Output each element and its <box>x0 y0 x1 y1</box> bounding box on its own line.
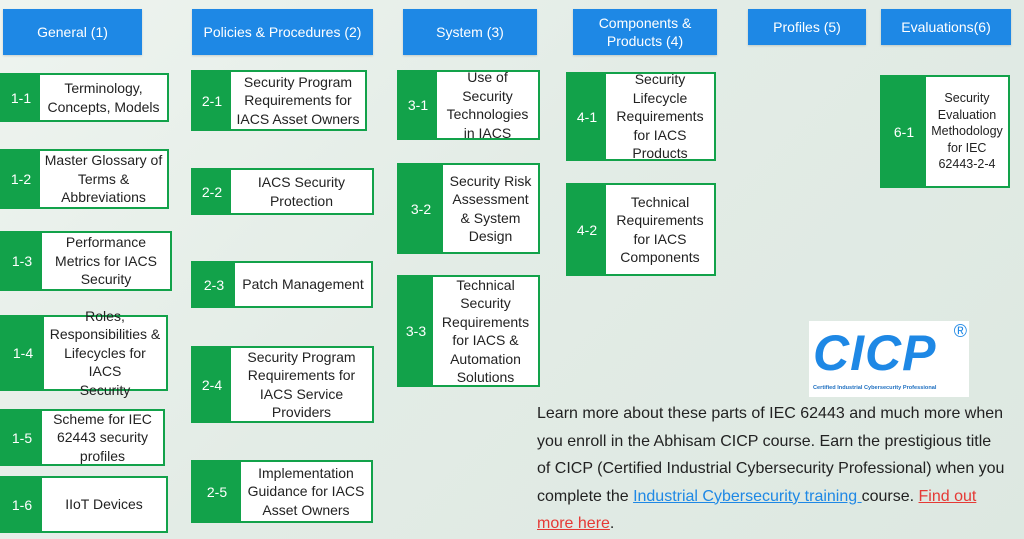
part-card-1-3[interactable]: 1-3 Performance Metrics for IACS Securit… <box>0 231 172 291</box>
part-number: 2-3 <box>193 263 235 306</box>
part-number: 1-6 <box>2 478 42 531</box>
promo-text: . <box>609 515 615 532</box>
header-profiles[interactable]: Profiles (5) <box>748 9 866 45</box>
part-title: Implementation Guidance for IACS Asset O… <box>247 464 365 518</box>
part-number: 1-5 <box>2 411 42 464</box>
part-title: Roles, Responsibilities & Lifecycles for… <box>49 307 161 398</box>
part-card-2-1[interactable]: 2-1 Security Program Requirements for IA… <box>191 70 367 131</box>
promo-paragraph: Learn more about these parts of IEC 6244… <box>537 400 1007 538</box>
part-title: IIoT Devices <box>65 496 143 513</box>
header-policies-procedures[interactable]: Policies & Procedures (2) <box>192 9 373 55</box>
part-card-3-3[interactable]: 3-3 Technical Security Requirements for … <box>397 275 540 387</box>
logo-tagline: Certified Industrial Cybersecurity Profe… <box>813 385 937 391</box>
part-title: Terminology, Concepts, Models <box>47 80 160 115</box>
part-number: 3-3 <box>399 277 433 385</box>
part-number: 3-1 <box>399 72 437 138</box>
part-title: Technical Requirements for IACS Componen… <box>616 193 704 266</box>
part-title: Patch Management <box>242 276 364 293</box>
part-card-4-2[interactable]: 4-2 Technical Requirements for IACS Comp… <box>566 183 716 276</box>
logo-wordmark: CICP <box>813 325 937 381</box>
part-card-1-1[interactable]: 1-1 Terminology, Concepts, Models <box>0 73 169 122</box>
part-number: 1-1 <box>2 75 40 120</box>
header-components-products[interactable]: Components & Products (4) <box>573 9 717 55</box>
part-number: 3-2 <box>399 165 443 252</box>
part-number: 2-1 <box>193 72 231 129</box>
part-title: Security Program Requirements for IACS S… <box>247 348 356 421</box>
part-number: 4-2 <box>568 185 606 274</box>
header-evaluations[interactable]: Evaluations(6) <box>881 9 1011 45</box>
part-title: Security Risk Assessment & System Design <box>449 172 532 245</box>
part-card-1-5[interactable]: 1-5 Scheme for IEC 62443 security profil… <box>0 409 165 466</box>
part-number: 1-3 <box>2 233 42 289</box>
promo-text: course. <box>861 487 919 505</box>
part-number: 6-1 <box>882 77 926 186</box>
cicp-logo: CICP ® Certified Industrial Cybersecurit… <box>809 321 969 397</box>
part-card-2-5[interactable]: 2-5 Implementation Guidance for IACS Ass… <box>191 460 373 523</box>
part-title: Performance Metrics for IACS Security <box>55 234 157 288</box>
part-card-3-1[interactable]: 3-1 Use of Security Technologies in IACS <box>397 69 540 141</box>
find-out-more-link[interactable]: Find out more here <box>537 487 977 533</box>
part-title: Security Lifecycle Requirements for IACS… <box>616 71 704 162</box>
promo-text: Learn more about these parts of IEC 6244… <box>537 405 1005 505</box>
registered-mark-icon: ® <box>953 321 967 341</box>
part-number: 1-2 <box>2 151 40 207</box>
part-card-2-3[interactable]: 2-3 Patch Management <box>191 261 373 308</box>
header-system[interactable]: System (3) <box>403 9 537 55</box>
part-number: 4-1 <box>568 74 606 159</box>
part-title: Use of Security Technologies in IACS <box>446 69 529 141</box>
part-number: 1-4 <box>2 317 44 389</box>
part-title: Scheme for IEC 62443 security profiles <box>53 410 152 464</box>
part-title: IACS Security Protection <box>257 174 346 209</box>
part-card-1-2[interactable]: 1-2 Master Glossary of Terms & Abbreviat… <box>0 149 169 209</box>
industrial-cybersecurity-training-link[interactable]: Industrial Cybersecurity training <box>633 487 862 505</box>
part-card-6-1[interactable]: 6-1 Security Evaluation Methodology for … <box>880 75 1010 188</box>
part-card-3-2[interactable]: 3-2 Security Risk Assessment & System De… <box>397 163 540 254</box>
header-general[interactable]: General (1) <box>3 9 142 55</box>
part-card-2-2[interactable]: 2-2 IACS Security Protection <box>191 168 374 215</box>
part-number: 2-4 <box>193 348 231 421</box>
part-title: Security Evaluation Methodology for IEC … <box>931 91 1003 172</box>
part-card-1-4[interactable]: 1-4 Roles, Responsibilities & Lifecycles… <box>0 307 168 398</box>
part-number: 2-5 <box>193 462 241 521</box>
part-title: Security Program Requirements for IACS A… <box>236 73 360 127</box>
part-title: Master Glossary of Terms & Abbreviations <box>44 152 163 206</box>
part-card-1-6[interactable]: 1-6 IIoT Devices <box>0 476 168 533</box>
part-title: Technical Security Requirements for IACS… <box>441 276 530 386</box>
part-card-2-4[interactable]: 2-4 Security Program Requirements for IA… <box>191 346 374 423</box>
part-card-4-1[interactable]: 4-1 Security Lifecycle Requirements for … <box>566 71 716 162</box>
part-number: 2-2 <box>193 170 231 213</box>
